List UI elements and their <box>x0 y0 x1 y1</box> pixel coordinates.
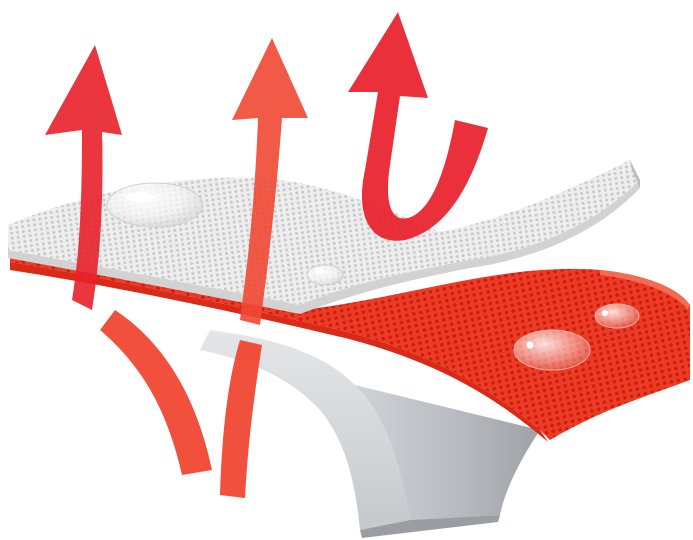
base-layer <box>200 330 540 538</box>
arrow-right-hook <box>348 12 488 241</box>
droplet-small-red <box>594 303 640 329</box>
droplet-large-top <box>106 182 204 228</box>
arrow-center <box>232 38 308 325</box>
vapor-arrows <box>45 12 488 325</box>
water-droplets <box>106 182 640 371</box>
red-membrane-layer <box>10 255 690 442</box>
droplet-small-top <box>306 264 344 286</box>
droplet-large-red <box>513 329 591 371</box>
arrow-left <box>45 45 122 310</box>
vapor-arrows-back <box>100 310 262 498</box>
